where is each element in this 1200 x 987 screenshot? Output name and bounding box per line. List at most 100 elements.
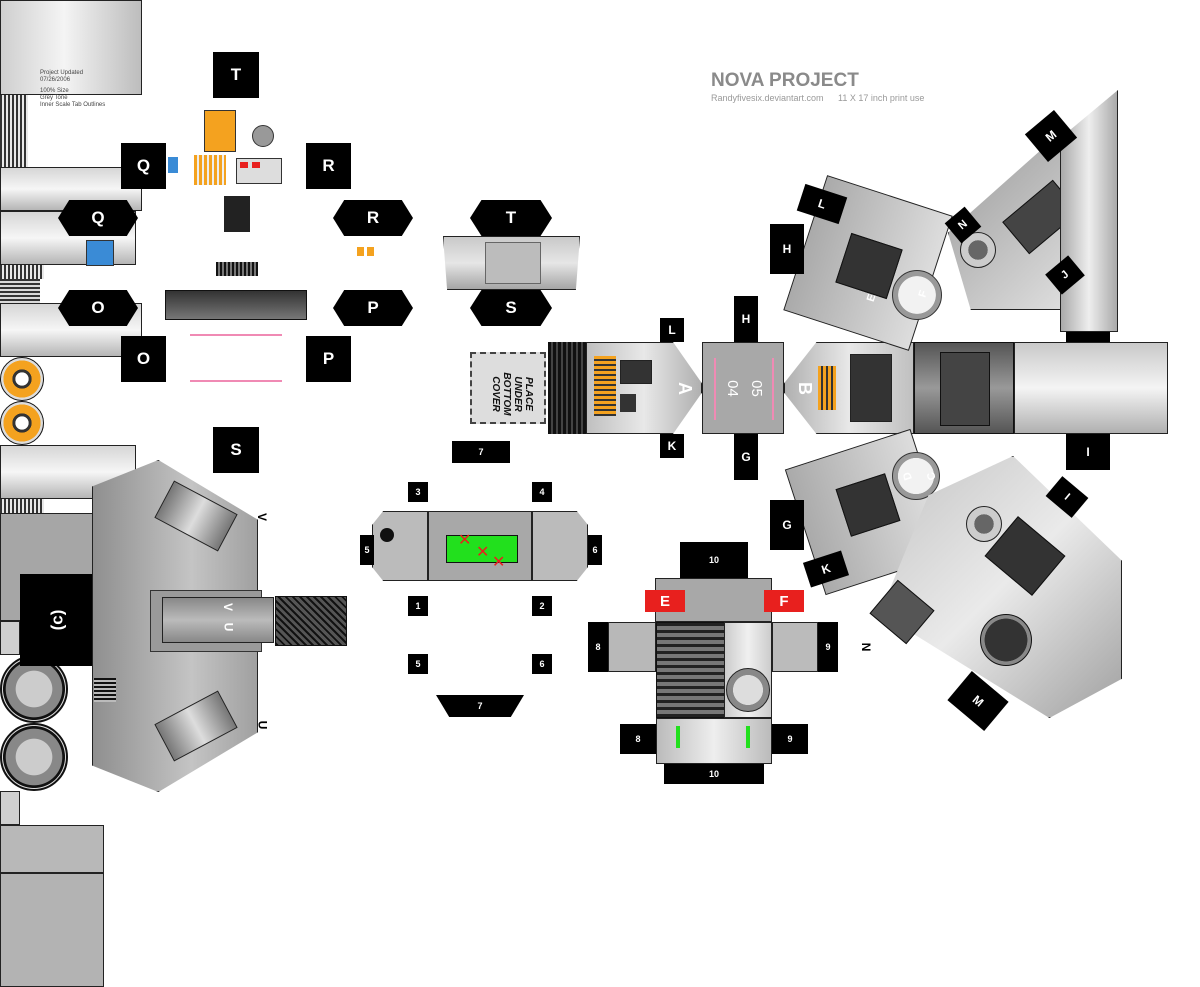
- red-x-mark: ✕: [476, 544, 490, 561]
- tab-G-arm: G: [734, 434, 758, 480]
- control-panel: [594, 356, 616, 416]
- spine-label-U: U: [221, 622, 236, 632]
- tab-P-lower: P: [306, 336, 351, 382]
- tab-R-upper: R: [306, 143, 351, 189]
- chin-panel: [165, 290, 307, 320]
- label-N-lower: N: [859, 642, 874, 652]
- blue-indicator: [168, 157, 178, 173]
- label-F: F: [779, 592, 789, 610]
- tab-O-lower: O: [121, 336, 166, 382]
- tab-H-arm: H: [734, 296, 758, 342]
- fold-line: [772, 358, 774, 420]
- back-panel: [485, 242, 541, 284]
- tab-9-lower: 9: [772, 724, 808, 754]
- round-hub: [726, 668, 770, 712]
- tab-label-U: U: [255, 720, 270, 730]
- arm-tube: [1014, 342, 1168, 434]
- print-note: 11 X 17 inch print use: [838, 93, 925, 103]
- vent-grille: [0, 131, 28, 167]
- vent-grille: [0, 265, 44, 279]
- box-left-side: [372, 511, 428, 581]
- fold-line: [190, 334, 282, 336]
- arm-core-block: [940, 352, 990, 426]
- control-panel: [620, 360, 652, 384]
- tab-L-arm: L: [660, 318, 684, 342]
- pelvis-right-panel: [772, 622, 818, 672]
- fold-line: [190, 380, 282, 382]
- panel-number-03: 03: [224, 362, 241, 379]
- project-title: NOVA PROJECT: [711, 70, 859, 91]
- note-line: Inner Scale Tab Outlines: [40, 102, 106, 108]
- circuit-panel: [194, 155, 226, 185]
- spine-label-V: V: [221, 602, 236, 612]
- tab-3: 3: [408, 482, 428, 502]
- spine-strip: [162, 597, 274, 643]
- tab-P-side: P: [333, 290, 413, 326]
- round-joint: [966, 506, 1002, 542]
- red-indicator: [240, 162, 248, 168]
- control-panel: [620, 394, 636, 412]
- tab-7-bottom: 7: [436, 695, 524, 717]
- tab-5: 5: [408, 654, 428, 674]
- tab-T-side: T: [470, 200, 552, 236]
- place-under-text: PLACE UNDER BOTTOM COVER: [490, 372, 534, 416]
- round-port: [380, 528, 394, 542]
- copyright-label: (c): [47, 609, 66, 631]
- orange-indicator: [367, 247, 374, 256]
- label-F-tag: F: [764, 590, 804, 612]
- vent-grille: [0, 279, 40, 303]
- green-light: [746, 726, 750, 748]
- copyright-tab: (c): [20, 574, 94, 666]
- fan-tube-top: [1060, 90, 1118, 332]
- orange-indicator: [357, 247, 364, 256]
- tab-1: 1: [408, 596, 428, 616]
- arm-panel-B: [784, 342, 914, 434]
- green-light: [676, 726, 680, 748]
- label-B: B: [795, 382, 815, 395]
- control-panel: [818, 366, 836, 410]
- round-sensor: [252, 125, 274, 147]
- arm-dark-end: [548, 342, 586, 434]
- label-E-tag: E: [645, 590, 685, 612]
- shoulder-knob-bottom: [0, 723, 68, 791]
- tab-4: 4: [532, 482, 552, 502]
- neck-slot: [224, 196, 250, 232]
- tab-R-side: R: [333, 200, 413, 236]
- tab-I-right: I: [1066, 434, 1110, 470]
- tab-T-top: T: [213, 52, 259, 98]
- left-eye: [0, 357, 44, 401]
- box-top-panel: [0, 825, 104, 873]
- right-eye: [0, 401, 44, 445]
- round-joint: [892, 270, 942, 320]
- tab-2: 2: [532, 596, 552, 616]
- panel-number-04: 04: [723, 380, 741, 397]
- note-line: Project Updated: [40, 70, 84, 76]
- face-grille: [216, 262, 258, 276]
- round-joint: [892, 452, 940, 500]
- label-A: A: [675, 382, 695, 395]
- notes-block: Project Updated 07/26/2006 100% Size Gre…: [40, 70, 105, 109]
- tab-5-side: 5: [360, 535, 374, 565]
- control-panel: [850, 354, 892, 422]
- mesh-grille: [275, 596, 347, 646]
- label-E: E: [659, 592, 670, 610]
- blue-panel: [86, 240, 114, 266]
- fold-line: [714, 358, 716, 420]
- tab-H-fan: H: [770, 224, 804, 274]
- hull-vent: [94, 678, 116, 702]
- tab-G-fan: G: [770, 500, 804, 550]
- tab-6-side: 6: [588, 535, 602, 565]
- panel-number-02: 02: [224, 338, 241, 355]
- tab-10-bottom: 10: [664, 764, 764, 784]
- red-indicator: [252, 162, 260, 168]
- vent-grille: [0, 95, 28, 131]
- pelvis-left-panel: [608, 622, 656, 672]
- joint-block: [0, 621, 20, 655]
- tab-7-top: 7: [452, 441, 510, 463]
- gauge-panel: [980, 614, 1032, 666]
- tab-10-top: 10: [680, 542, 748, 578]
- red-x-mark: ✕: [458, 532, 472, 549]
- tab-S-side: S: [470, 290, 552, 326]
- note-line: 07/26/2006: [40, 77, 71, 83]
- note-line: 100% Size: [40, 88, 69, 94]
